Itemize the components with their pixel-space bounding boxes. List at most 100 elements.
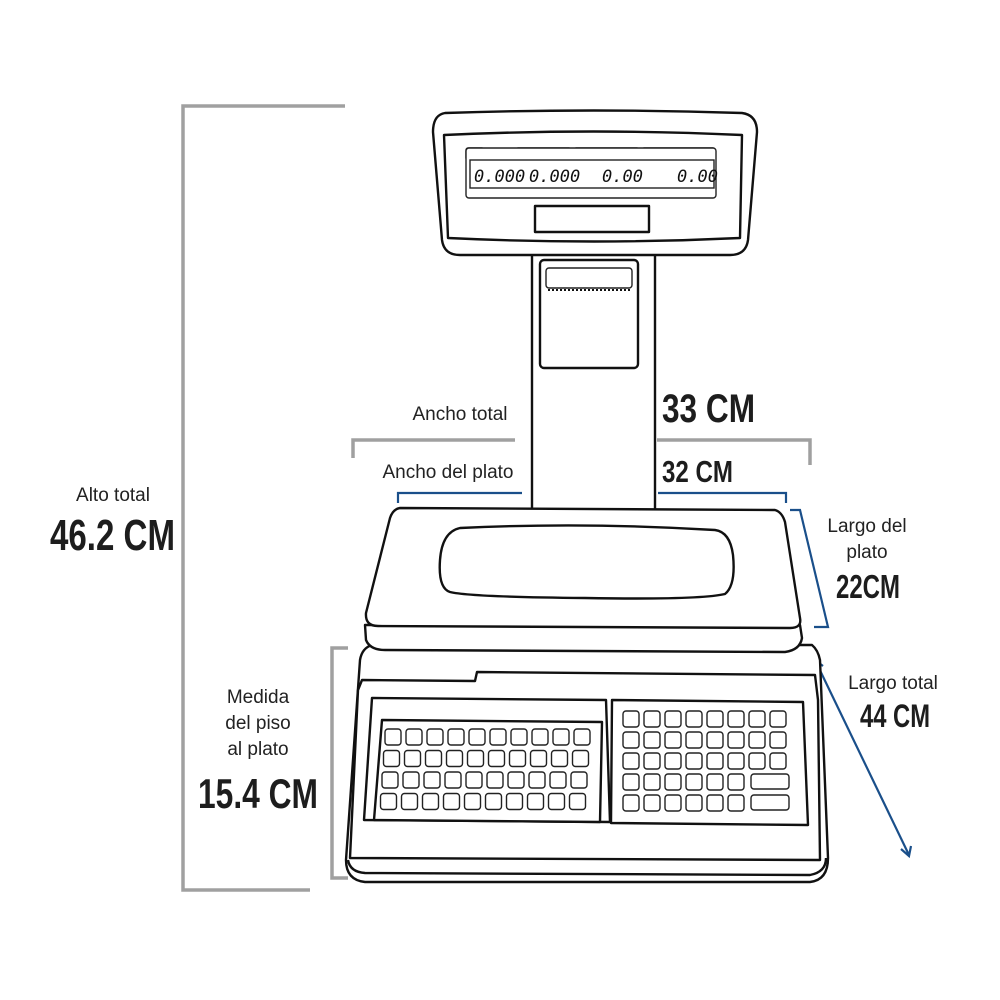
keypad-key[interactable] xyxy=(685,794,703,812)
keypad-key[interactable] xyxy=(570,771,588,789)
keypad-key[interactable] xyxy=(379,792,398,811)
keypad-key[interactable] xyxy=(384,728,402,746)
keypad-key[interactable] xyxy=(405,728,423,746)
keypad-key[interactable] xyxy=(421,792,440,811)
keypad-key[interactable] xyxy=(727,773,745,791)
keypad-key[interactable] xyxy=(573,728,591,746)
ancho-total-bracket-left xyxy=(351,438,515,458)
keypad-key[interactable] xyxy=(531,728,549,746)
keypad-key[interactable] xyxy=(486,771,504,789)
keypad-key[interactable] xyxy=(706,710,724,728)
keypad-key[interactable] xyxy=(643,710,661,728)
right-keypad xyxy=(622,710,790,812)
keypad-key[interactable] xyxy=(706,752,724,770)
piso-plato-label-1: Medida xyxy=(227,687,290,708)
keypad-key[interactable] xyxy=(748,752,766,770)
ancho-plato-bracket-right xyxy=(658,491,788,503)
keypad-key[interactable] xyxy=(685,731,703,749)
ancho-plato-bracket-left xyxy=(396,491,522,503)
keypad-key[interactable] xyxy=(727,731,745,749)
alto-total-value: 46.2 CM xyxy=(50,511,175,560)
largo-plato-label-1: Largo del xyxy=(827,516,906,537)
keypad-key[interactable] xyxy=(643,794,661,812)
keypad-key[interactable] xyxy=(528,771,546,789)
keypad-key[interactable] xyxy=(510,728,528,746)
keypad-key[interactable] xyxy=(487,749,506,768)
keypad-key[interactable] xyxy=(447,728,465,746)
keypad-key[interactable] xyxy=(508,749,527,768)
keypad-key[interactable] xyxy=(466,749,485,768)
keypad-key[interactable] xyxy=(622,710,640,728)
keypad-key[interactable] xyxy=(643,773,661,791)
keypad-key[interactable] xyxy=(750,794,790,811)
keypad-key[interactable] xyxy=(685,710,703,728)
keypad-key[interactable] xyxy=(727,752,745,770)
keypad-key[interactable] xyxy=(568,792,587,811)
keypad-key[interactable] xyxy=(643,752,661,770)
keypad-key[interactable] xyxy=(552,728,570,746)
keypad-key[interactable] xyxy=(442,792,461,811)
keypad-key[interactable] xyxy=(769,731,787,749)
scale-display-head: 0.000 0.000 0.00 0.00 xyxy=(431,109,759,257)
keypad-key[interactable] xyxy=(445,749,464,768)
ancho-total-label: Ancho total xyxy=(412,404,507,425)
keypad-key[interactable] xyxy=(664,794,682,812)
keypad-key[interactable] xyxy=(643,731,661,749)
piso-plato-label-3: al plato xyxy=(227,739,288,760)
keypad-key[interactable] xyxy=(550,749,569,768)
keypad-key[interactable] xyxy=(769,752,787,770)
keypad-key[interactable] xyxy=(463,792,482,811)
keypad-key[interactable] xyxy=(750,773,790,790)
keypad-key[interactable] xyxy=(526,792,545,811)
keypad-key[interactable] xyxy=(468,728,486,746)
keypad-key[interactable] xyxy=(549,771,567,789)
keypad-key[interactable] xyxy=(382,749,401,768)
keypad-key[interactable] xyxy=(547,792,566,811)
display-readout-4: 0.00 xyxy=(677,167,718,187)
keypad-key[interactable] xyxy=(403,749,422,768)
keypad-key[interactable] xyxy=(748,710,766,728)
keypad-key[interactable] xyxy=(400,792,419,811)
keypad-key[interactable] xyxy=(444,771,462,789)
display-readout-1: 0.000 xyxy=(474,167,525,187)
keypad-key[interactable] xyxy=(424,749,443,768)
keypad-key[interactable] xyxy=(426,728,444,746)
keypad-key[interactable] xyxy=(706,731,724,749)
keypad-key[interactable] xyxy=(664,752,682,770)
keypad-key[interactable] xyxy=(489,728,507,746)
largo-total-arrow xyxy=(814,659,910,856)
keypad-key[interactable] xyxy=(685,752,703,770)
keypad-key[interactable] xyxy=(402,771,420,789)
keypad-key[interactable] xyxy=(622,794,640,812)
keypad-key[interactable] xyxy=(484,792,503,811)
largo-total-label: Largo total xyxy=(848,673,938,694)
left-keypad xyxy=(379,728,591,811)
keypad-key[interactable] xyxy=(748,731,766,749)
keypad-key[interactable] xyxy=(423,771,441,789)
keypad-key[interactable] xyxy=(664,773,682,791)
keypad-key[interactable] xyxy=(664,731,682,749)
alto-total-bracket xyxy=(181,104,345,892)
keypad-key[interactable] xyxy=(622,752,640,770)
alto-total-label: Alto total xyxy=(76,485,150,506)
keypad-key[interactable] xyxy=(507,771,525,789)
keypad-key[interactable] xyxy=(685,773,703,791)
keypad-key[interactable] xyxy=(571,749,590,768)
keypad-key[interactable] xyxy=(381,771,399,789)
arrowhead-bottom-icon xyxy=(900,845,913,859)
ancho-plato-label: Ancho del plato xyxy=(383,462,514,483)
keypad-key[interactable] xyxy=(706,794,724,812)
ancho-plato-value: 32 CM xyxy=(662,454,733,489)
keypad-key[interactable] xyxy=(505,792,524,811)
keypad-key[interactable] xyxy=(622,773,640,791)
keypad-key[interactable] xyxy=(465,771,483,789)
piso-plato-bracket xyxy=(330,646,348,880)
keypad-key[interactable] xyxy=(769,710,787,728)
ancho-total-value: 33 CM xyxy=(662,387,755,431)
keypad-key[interactable] xyxy=(664,710,682,728)
keypad-key[interactable] xyxy=(727,794,745,812)
keypad-key[interactable] xyxy=(622,731,640,749)
keypad-key[interactable] xyxy=(529,749,548,768)
keypad-key[interactable] xyxy=(706,773,724,791)
keypad-key[interactable] xyxy=(727,710,745,728)
